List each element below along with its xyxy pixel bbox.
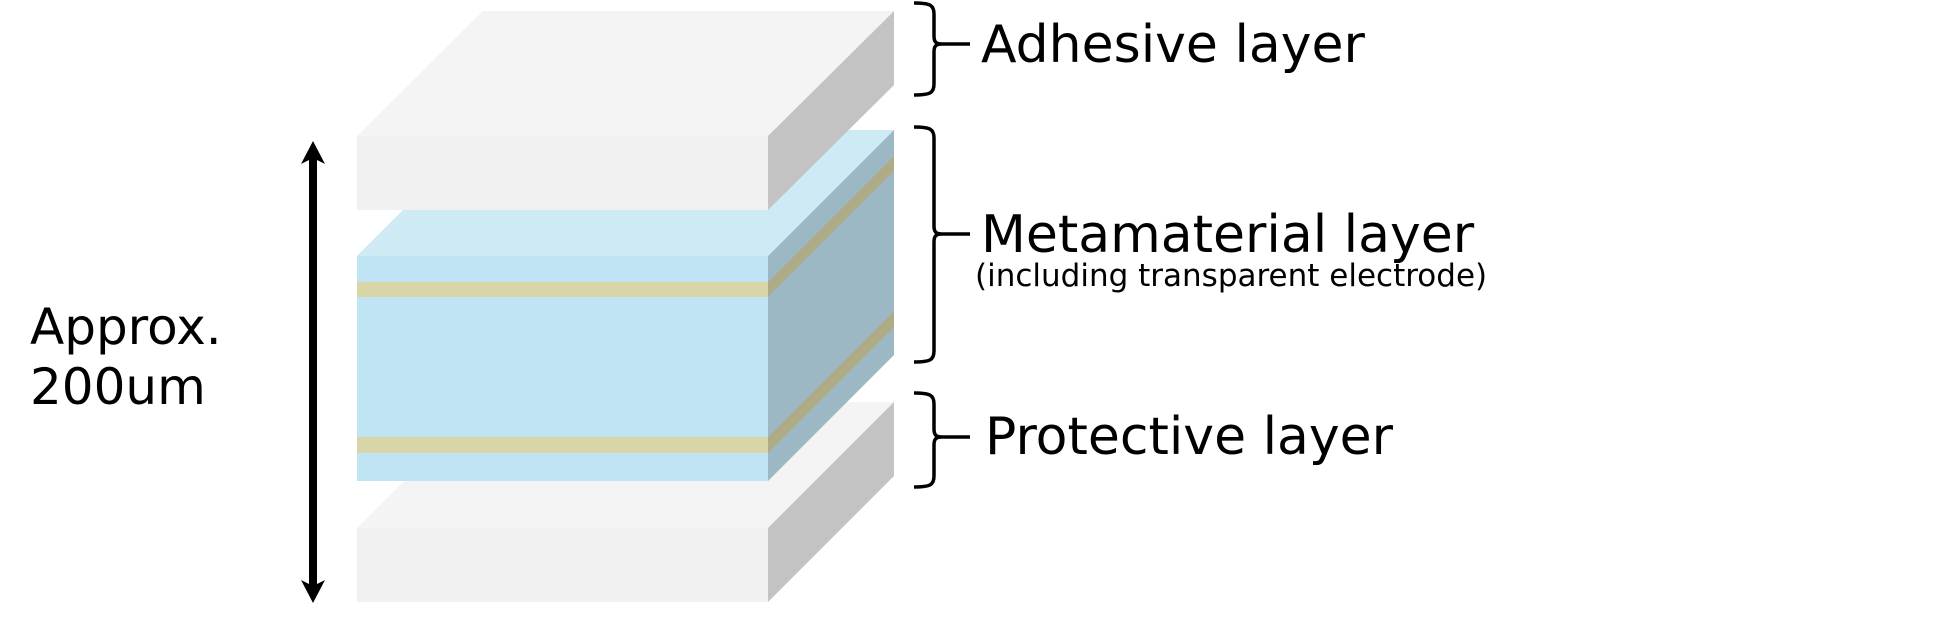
metamaterial-layer-label: Metamaterial layer	[981, 205, 1475, 265]
transparent-electrode-bottom	[357, 437, 768, 453]
thickness-label: Approx. 200um	[30, 297, 222, 417]
adhesive-brace-icon	[913, 1, 970, 97]
transparent-electrode-top	[357, 282, 768, 297]
metamaterial-layer-sublabel: (including transparent electrode)	[975, 258, 1488, 294]
adhesive-layer-slab	[357, 11, 894, 210]
thickness-label-line1: Approx.	[30, 298, 222, 356]
adhesive-layer-label: Adhesive layer	[981, 15, 1365, 75]
electrode-side-top	[768, 156, 894, 297]
thickness-label-line2: 200um	[30, 358, 206, 416]
electrode-side-bottom	[768, 311, 894, 453]
protective-layer-label: Protective layer	[985, 407, 1394, 467]
protective-brace-icon	[913, 391, 970, 489]
thickness-double-arrow-icon	[301, 141, 325, 603]
metamaterial-brace-icon	[913, 125, 970, 364]
